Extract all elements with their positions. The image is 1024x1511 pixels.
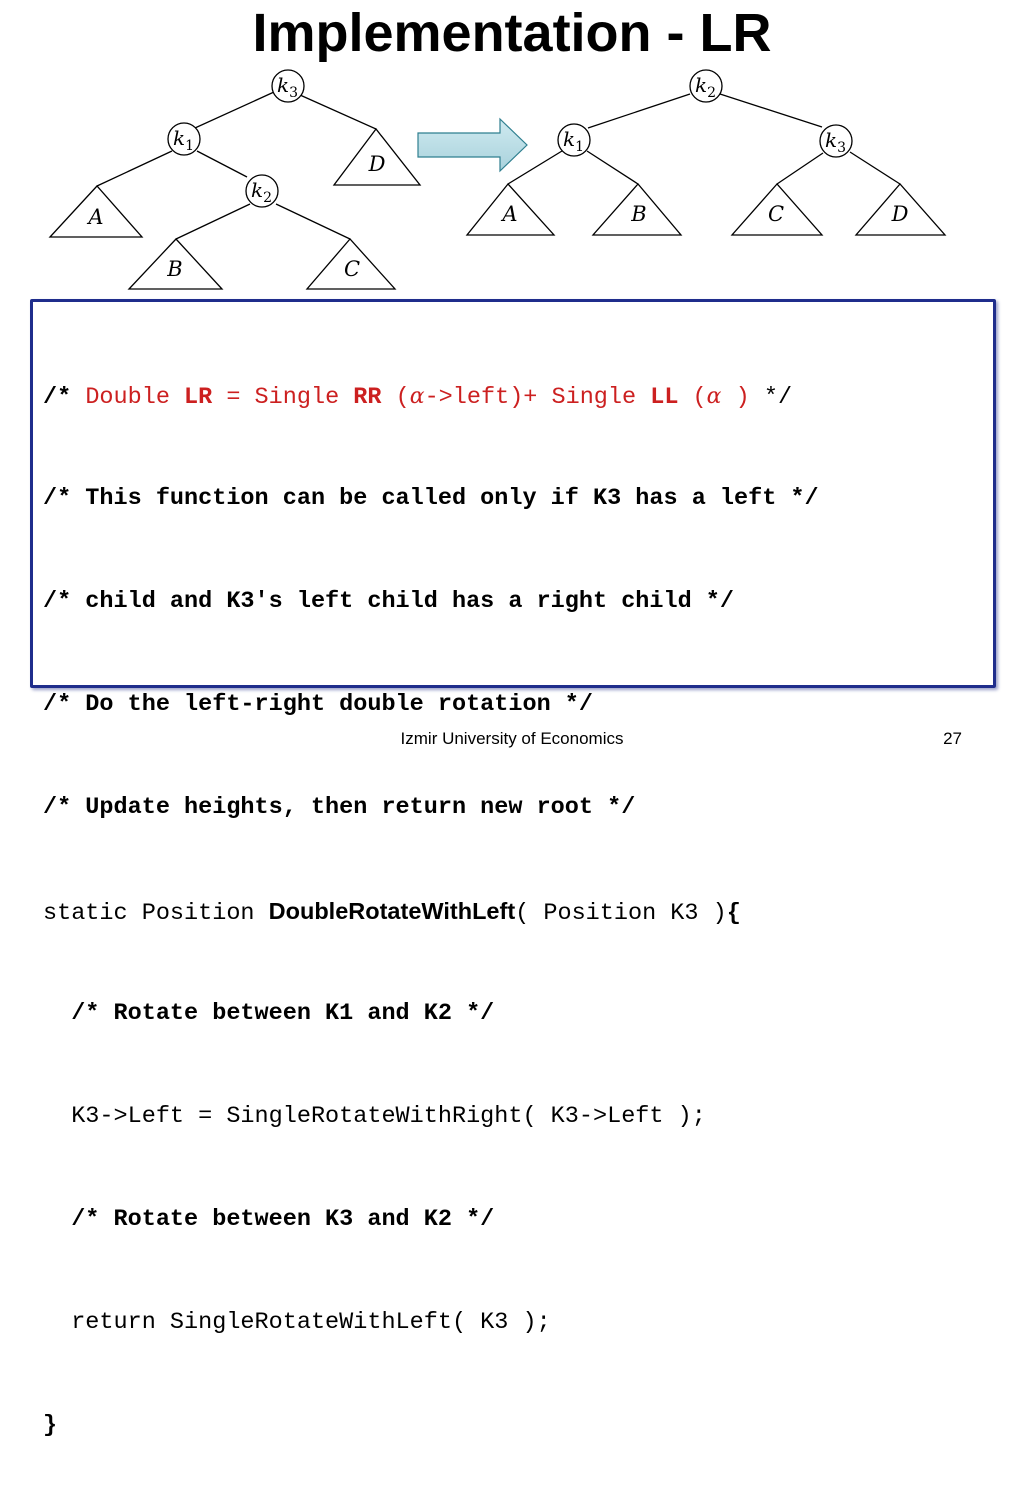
subtree-B-after <box>591 183 683 236</box>
subtree-label: D <box>368 152 386 176</box>
code-line-6: static Position DoubleRotateWithLeft( Po… <box>43 898 741 928</box>
node-label: k3 <box>825 128 846 156</box>
code-line-10: return SingleRotateWithLeft( K3 ); <box>43 1308 551 1336</box>
node-k1-after <box>557 123 591 157</box>
node-k2-before <box>245 174 279 208</box>
code-line-9: /* Rotate between K3 and K2 */ <box>43 1205 495 1233</box>
page-number: 27 <box>943 729 962 748</box>
slide-title: Implementation - LR <box>252 3 772 63</box>
code-line-4: /* Do the left-right double rotation */ <box>43 691 593 719</box>
subtree-D-after <box>854 183 947 236</box>
subtree-A-after <box>465 182 556 236</box>
subtree-A-before <box>48 185 144 238</box>
subtree-D-before <box>332 127 422 186</box>
right-arrow-icon <box>417 117 528 173</box>
node-label: k1 <box>173 126 194 154</box>
node-label: k2 <box>695 73 716 101</box>
subtree-C-after <box>730 183 824 236</box>
node-k2-after <box>689 69 723 103</box>
node-k1-before <box>167 122 201 156</box>
code-line-3: /* child and K3's left child has a right… <box>43 588 735 616</box>
code-line-8: K3->Left = SingleRotateWithRight( K3->Le… <box>43 1102 706 1130</box>
subtree-C-before <box>305 238 397 290</box>
subtree-label: A <box>500 202 517 226</box>
subtree-label: C <box>344 257 360 281</box>
subtree-B-before <box>127 238 224 290</box>
footer-text: Izmir University of Economics <box>400 729 624 748</box>
code-line-2: /* This function can be called only if K… <box>43 485 819 513</box>
code-line-11: } <box>43 1411 58 1439</box>
subtree-label: B <box>630 202 646 226</box>
node-k3-before <box>271 69 305 103</box>
code-block: /* Double LR = Single RR (α->left)+ Sing… <box>30 299 996 1439</box>
subtree-label: D <box>891 202 909 226</box>
subtree-label: B <box>166 257 182 281</box>
node-label: k2 <box>251 178 272 206</box>
code-line-5: /* Update heights, then return new root … <box>43 794 636 822</box>
lr-rotation-diagram: k3 k1 k2 k2 k1 k3 D A B C A B C D <box>48 69 947 290</box>
code-line-1: /* Double LR = Single RR (α->left)+ Sing… <box>43 383 793 411</box>
node-k3-after <box>819 124 853 158</box>
subtree-label: C <box>768 202 784 226</box>
node-label: k3 <box>277 73 298 101</box>
subtree-label: A <box>86 205 103 229</box>
node-label: k1 <box>563 127 584 155</box>
code-line-7: /* Rotate between K1 and K2 */ <box>43 999 495 1027</box>
